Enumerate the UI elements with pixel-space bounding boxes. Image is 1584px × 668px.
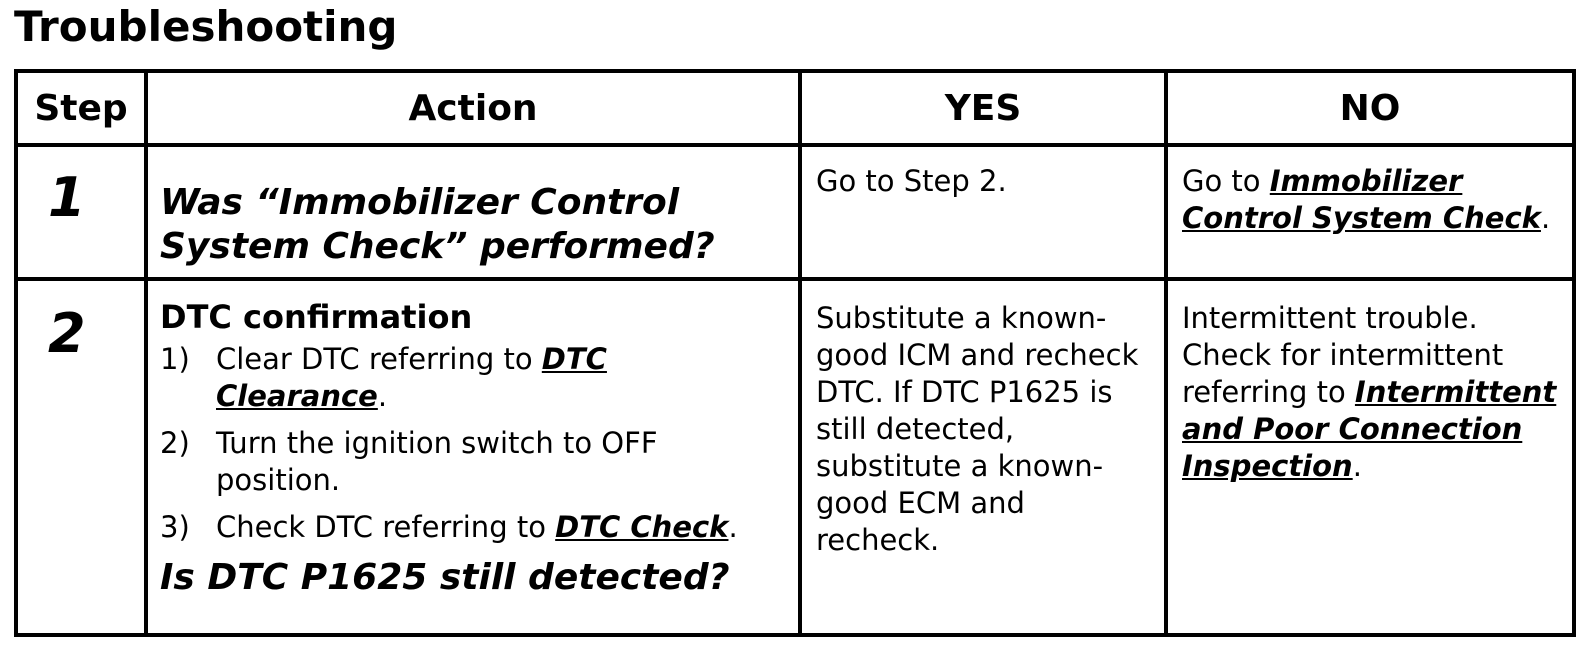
table-header-row: Step Action YES NO [14,69,1576,147]
yes-cell: Go to Step 2. [798,143,1168,281]
step-item-text: Check DTC referring to [216,510,556,544]
step-item-text: Turn the ignition switch to OFF position… [216,426,658,497]
action-cell: Was “Immobilizer Control System Check” p… [144,143,802,281]
link-dtc-check[interactable]: DTC Check [555,510,729,544]
no-suffix: . [1540,201,1551,235]
action-question: Is DTC P1625 still detected? [160,557,730,598]
header-no: NO [1164,69,1576,147]
step-item-number: 2) [160,426,190,460]
header-yes: YES [798,69,1168,147]
link-dtc-clearance[interactable]: DTC Clearance [216,342,607,413]
table-row: 2 DTC confirmation 1) Clear DTC referring… [14,277,1576,637]
link-intermittent-and-poor-connection-inspection[interactable]: Intermittent and Poor Connection Inspect… [1182,375,1557,483]
action-question: Was “Immobilizer Control System Check” p… [160,182,715,267]
step-number: 2 [48,302,86,365]
step-item-number: 1) [160,342,190,376]
header-action: Action [144,69,802,147]
action-cell: DTC confirmation 1) Clear DTC referring t… [144,277,802,637]
yes-cell: Substitute a known-good ICM and recheck … [798,277,1168,637]
no-cell: Intermittent trouble. Check for intermit… [1164,277,1576,637]
action-content: DTC confirmation 1) Clear DTC referring t… [148,281,798,600]
header-step: Step [14,69,148,147]
yes-text: Substitute a known-good ICM and recheck … [816,301,1139,557]
no-prefix: Intermittent trouble. Check for intermit… [1182,301,1504,409]
no-cell: Go to Immobilizer Control System Check. [1164,143,1576,281]
step-item-suffix: . [728,510,738,544]
no-text: Go to Immobilizer Control System Check. [1168,147,1572,237]
no-prefix: Go to [1182,164,1270,198]
action-title: DTC confirmation [160,298,473,336]
link-immobilizer-control-system-check[interactable]: Immobilizer Control System Check [1182,164,1541,235]
troubleshooting-table: Step Action YES NO 1 Was “Immobilizer Co… [14,69,1576,637]
step-cell: 1 [14,143,148,281]
list-item: 1) Clear DTC referring to DTC Clearance. [160,341,788,415]
step-number: 1 [48,166,86,229]
action-steps-list: 1)Clear DTC referring to DTC Clearance. … [160,341,788,546]
no-suffix: . [1352,449,1362,483]
step-item-text: Clear DTC referring to [216,342,542,376]
step-item-number: 3) [160,510,190,544]
list-item: 3) Check DTC referring to DTC Check. [160,509,788,546]
no-text: Intermittent trouble. Check for intermit… [1168,281,1572,485]
list-item: 2) Turn the ignition switch to OFF positi… [160,425,788,499]
yes-text: Go to Step 2. [816,164,1007,198]
table-row: 1 Was “Immobilizer Control System Check”… [14,143,1576,281]
step-item-suffix: . [377,379,388,413]
step-cell: 2 [14,277,148,637]
page-title: Troubleshooting [14,2,398,51]
